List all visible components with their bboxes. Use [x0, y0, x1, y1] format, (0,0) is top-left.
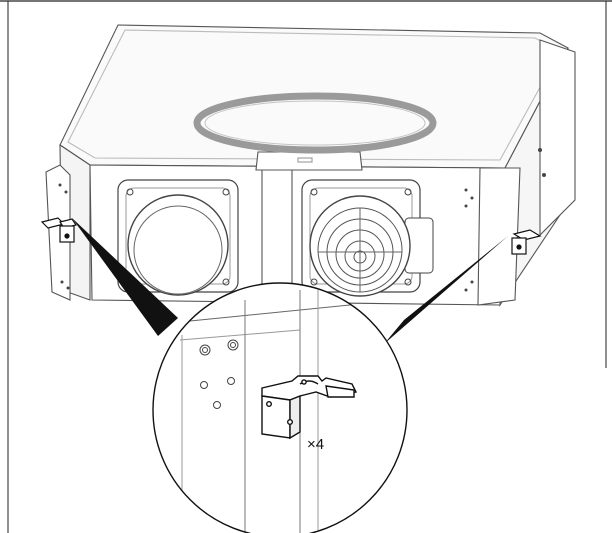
right-attached-bracket: [511, 229, 542, 255]
zoom-hole: [200, 381, 208, 389]
left-attached-bracket: [40, 217, 77, 243]
left-hole: [64, 190, 68, 194]
left-flange-screw-2: [222, 188, 230, 196]
right-flange-screw-1: [310, 188, 318, 196]
zoom-panel-edge-2: [179, 329, 301, 341]
top-ring-outer: [193, 92, 437, 154]
right-callout-arrow: [384, 236, 508, 344]
bracket-hole-3: [301, 379, 307, 385]
left-duct-pipe: [133, 205, 223, 295]
left-flange-screw-4: [222, 278, 230, 286]
magnifier-border: [152, 282, 408, 533]
bracket-side: [289, 394, 301, 440]
label-slot: [297, 157, 313, 163]
bracket-hole-1: [266, 401, 273, 408]
zoom-hole: [227, 377, 235, 385]
left-hole: [60, 280, 64, 284]
label-plate: [255, 151, 363, 171]
right-flange-screw-2: [404, 188, 412, 196]
right-hole: [464, 204, 468, 208]
quantity-label: ×4: [307, 436, 325, 453]
right-hole: [538, 148, 542, 152]
bracket-hole-2: [287, 419, 294, 426]
unit-top-lid-inner: [67, 29, 561, 161]
right-hole: [542, 173, 546, 177]
top-duct-ring: [193, 92, 437, 154]
zoom-screw-inner: [202, 347, 208, 353]
bracket-right-tab: [325, 385, 355, 398]
mounting-bracket-icon: [261, 375, 358, 440]
left-hole: [58, 183, 62, 187]
right-hole: [464, 188, 468, 192]
unit-right-panel: [477, 167, 521, 306]
right-duct-connector: [301, 179, 434, 297]
right-flange-screw-4: [404, 278, 412, 286]
top-ring-inner: [204, 100, 426, 146]
magnifier-callout: [152, 282, 408, 533]
right-hole: [470, 196, 474, 200]
side-panel-holes: [58, 148, 546, 292]
left-flange-screw-1: [126, 188, 134, 196]
right-flange-screw-3: [310, 278, 318, 286]
zoom-screw-inner: [230, 342, 236, 348]
left-bracket-hole: [64, 233, 70, 239]
bracket-plate: [261, 395, 291, 439]
magnified-content: [179, 290, 401, 533]
unit-right-endcap: [539, 39, 576, 237]
left-hole: [66, 286, 70, 290]
zoom-hole: [213, 401, 221, 409]
right-hole: [470, 280, 474, 284]
right-hole: [464, 288, 468, 292]
left-callout-arrow: [72, 218, 178, 336]
front-divider: [261, 166, 293, 301]
right-bracket-hole: [516, 244, 522, 250]
left-duct-connector: [117, 179, 239, 296]
